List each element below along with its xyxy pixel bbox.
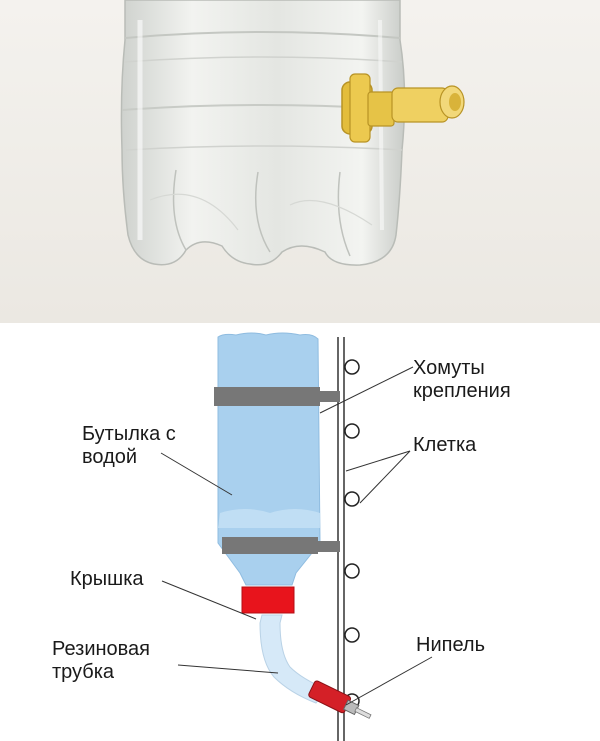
label-cap: Крышка bbox=[70, 568, 144, 590]
bottle-photo bbox=[0, 0, 600, 323]
lower-clamp bbox=[222, 537, 318, 554]
leader-lines bbox=[160, 366, 433, 706]
label-tube-2: трубка bbox=[52, 661, 115, 683]
label-tube: Резиновая bbox=[52, 638, 150, 660]
label-nipple: Нипель bbox=[416, 634, 485, 656]
bottle-cap bbox=[241, 586, 295, 614]
waterer-diagram: Хомуты крепления Бутылка с водой Клетка … bbox=[0, 323, 600, 741]
label-cage: Клетка bbox=[413, 434, 477, 456]
cage-wall bbox=[337, 337, 360, 741]
plastic-bottle bbox=[120, 0, 406, 266]
yellow-nipple-fitting bbox=[341, 73, 465, 143]
upper-clamp bbox=[214, 387, 320, 406]
label-clamps: Хомуты bbox=[413, 357, 485, 379]
label-bottle-2: водой bbox=[82, 446, 137, 468]
label-bottle: Бутылка с bbox=[82, 423, 176, 445]
label-clamps-2: крепления bbox=[413, 380, 511, 402]
